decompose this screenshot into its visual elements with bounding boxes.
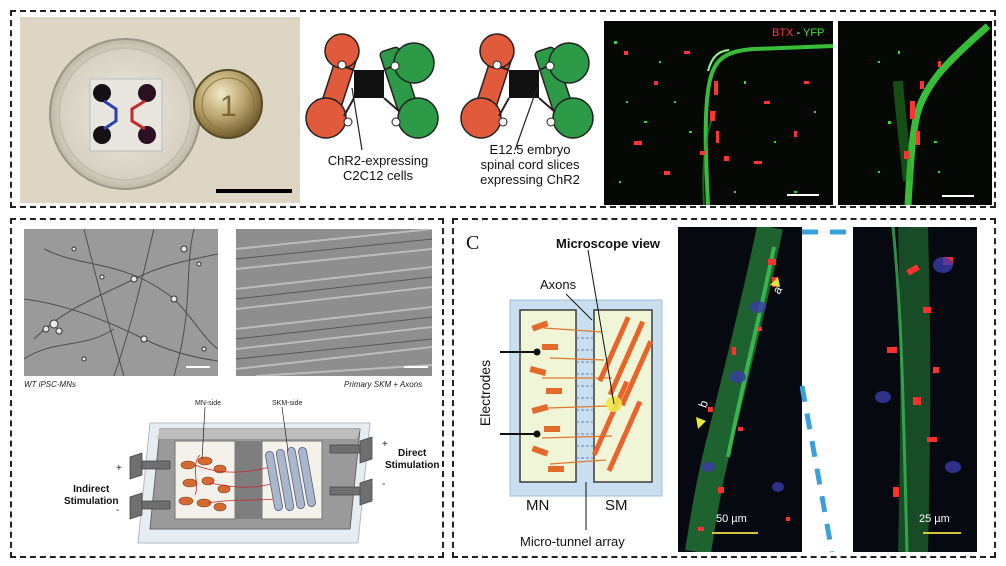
legend-sep: - <box>793 27 803 39</box>
microscope-view-label: Microscope view <box>556 236 661 251</box>
fluorescence-image-c-left: a b 50 µm <box>678 227 802 552</box>
mn-label: MN <box>526 497 550 514</box>
caption-embryo-line1: E12.5 embryo <box>489 142 571 157</box>
schematic-c2c12 <box>305 33 439 151</box>
device-outline <box>305 33 439 151</box>
scale-label-50um: 50 µm <box>716 513 747 525</box>
schematic-embryo <box>460 33 594 151</box>
micrograph-ipsc-mns <box>24 229 218 376</box>
direct-line1: Direct <box>398 448 427 459</box>
fluorescence-image-nmj-1: BTX - YFP <box>604 21 833 205</box>
sm-label: SM <box>605 497 628 514</box>
caption-c2c12: ChR2-expressing C2C12 cells <box>303 153 453 183</box>
fluorescence-drawing-2 <box>878 23 991 205</box>
svg-text:1: 1 <box>220 90 237 123</box>
device-photo-drawing: 1 <box>49 38 292 193</box>
scale-label-25um: 25 µm <box>919 513 950 525</box>
micrograph-skm <box>236 229 432 376</box>
panel-b <box>10 218 444 558</box>
caption-c2c12-line2: C2C12 cells <box>342 168 414 183</box>
caption-embryo: E12.5 embryo spinal cord slices expressi… <box>455 142 605 187</box>
indirect-line1: Indirect <box>73 484 110 495</box>
zoom-connector <box>800 229 850 553</box>
stimulation-device-schematic: MN-side SKM-side + - + - <box>116 400 388 544</box>
label-wt-ipsc-mns: WT iPSC-MNs <box>24 380 76 389</box>
fluorescence-drawing-1 <box>614 41 833 205</box>
direct-line2: Stimulation <box>385 460 440 471</box>
micrograph-ipsc-drawing <box>24 229 218 376</box>
indirect-stimulation-label: Indirect Stimulation <box>64 484 118 508</box>
panel-c <box>452 218 996 558</box>
indirect-line2: Stimulation <box>64 496 119 507</box>
panel-c-letter: C <box>466 232 480 254</box>
mn-side-label: MN-side <box>195 400 221 407</box>
axons-label: Axons <box>540 277 577 292</box>
legend-yfp: YFP <box>802 27 825 39</box>
micrograph-skm-drawing <box>236 229 432 376</box>
plus-right: + <box>382 439 388 450</box>
micro-tunnel-label: Micro-tunnel array <box>520 534 625 549</box>
fluorescence-c-right-drawing <box>875 227 961 552</box>
device-photo: 1 <box>20 17 300 203</box>
minus-left: - <box>116 505 119 516</box>
skm-side-label: SKM-side <box>272 400 302 407</box>
fluorescence-c-left-drawing <box>685 227 790 552</box>
fluorescence-image-nmj-2 <box>838 21 992 205</box>
minus-right: - <box>382 479 385 490</box>
label-primary-skm-axons: Primary SKM + Axons <box>344 380 423 389</box>
caption-embryo-line2: spinal cord slices <box>480 157 580 172</box>
fluor-legend: BTX - YFP <box>772 27 824 39</box>
legend-btx: BTX <box>772 27 794 39</box>
plus-left: + <box>116 463 122 474</box>
panel-a <box>10 10 996 208</box>
fluorescence-image-c-right: 25 µm <box>853 227 977 552</box>
direct-stimulation-label: Direct Stimulation <box>385 448 439 472</box>
caption-embryo-line3: expressing ChR2 <box>480 172 580 187</box>
caption-c2c12-line1: ChR2-expressing <box>327 153 429 168</box>
electrodes-label: Electrodes <box>477 359 493 427</box>
microtunnel-schematic <box>500 249 663 530</box>
